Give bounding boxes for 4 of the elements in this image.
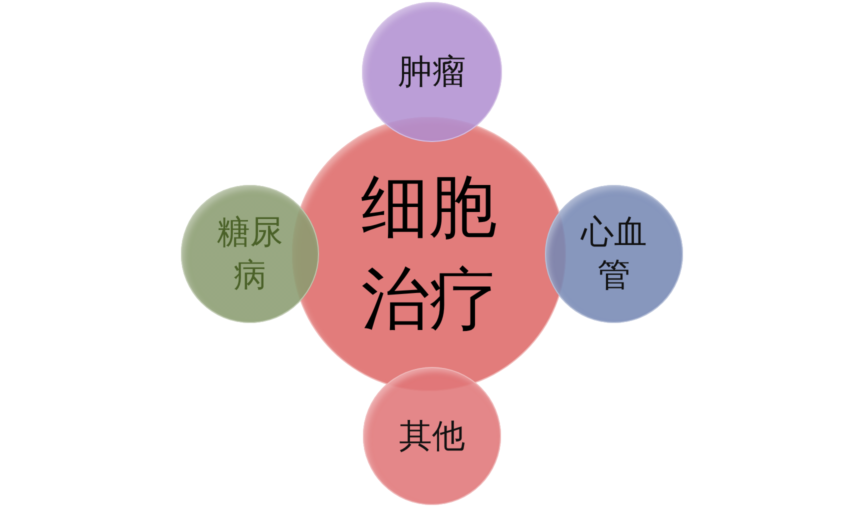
- topic-circle: 肿瘤: [362, 2, 502, 142]
- topic-circle: 其他: [363, 367, 501, 505]
- topic-circle: 心血管: [545, 185, 683, 323]
- topic-circle: 糖尿病: [181, 185, 319, 323]
